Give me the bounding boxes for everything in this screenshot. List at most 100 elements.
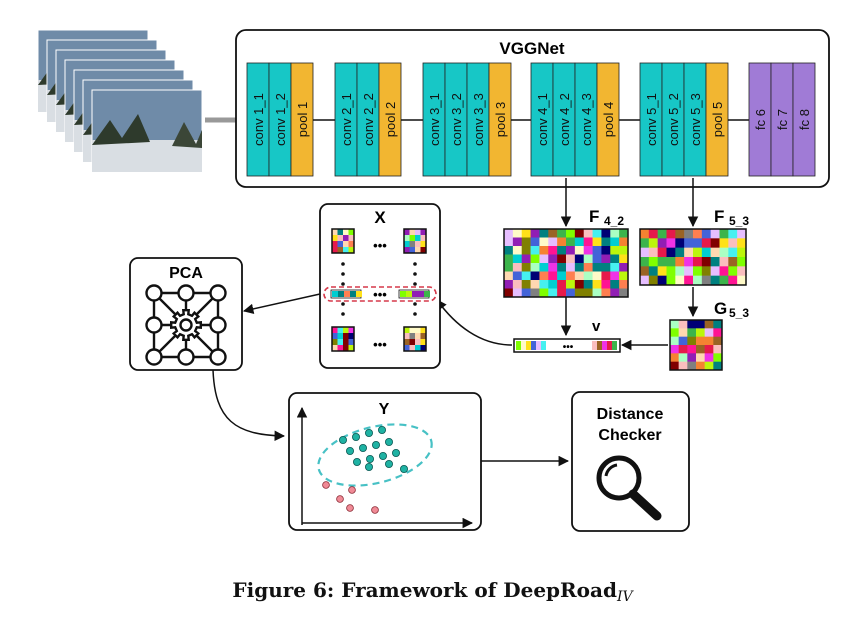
f53-cell [684,229,694,239]
f42-cell [548,246,558,255]
f53-cell [675,247,685,258]
x-patch-cell [415,345,421,352]
pca-node [209,316,227,334]
arrow-v-to-x [436,299,513,346]
f42-cell [601,254,611,264]
f53-cell [657,275,667,286]
layer-label: conv 2_2 [361,93,376,146]
f53-label: F [714,207,724,226]
f42-cell [566,246,576,255]
x-row-cell [418,291,424,297]
g53-cell [704,336,714,346]
f53-cell [701,266,711,276]
f42-cell [512,288,523,298]
x-patch-cell [348,327,355,334]
x-vertical-dot [341,262,345,266]
gram-matrix-g53 [669,319,723,371]
f53-cell [666,257,676,267]
f53-cell [737,266,747,276]
x-row-cell [400,291,406,297]
f42-cell [548,280,558,289]
v-cell [521,341,526,350]
cluster-outline [317,423,433,487]
x-vertical-dot [341,312,345,316]
x-patch-cell [415,339,421,346]
x-highlight-row [323,286,437,302]
x-patch-cell [415,327,421,334]
f53-cell [657,266,667,276]
x-patch-cell [343,235,349,242]
f53-cell [693,257,703,267]
cluster-point [351,432,360,441]
f53-cell [648,229,658,239]
g53-cell [696,353,705,362]
f42-cell [530,271,540,281]
g53-cell [687,328,697,337]
f42-cell [610,237,620,247]
x-row-cell [344,291,350,297]
pca-label: PCA [169,265,203,282]
v-cell [536,341,541,350]
f42-cell [619,246,629,255]
layer-label: conv 1_2 [273,93,288,146]
x-patch-cell [332,333,338,340]
f42-cell [530,237,540,247]
v-ellipsis: ••• [563,342,574,353]
x-vertical-dot [341,282,345,286]
f53-cell [648,275,658,286]
layer-fc-8 [792,62,816,177]
f42-cell [574,237,585,247]
f42-cell [504,280,514,289]
f42-cell [601,229,611,238]
f42-cell [557,237,567,247]
f42-subscript: 4_2 [604,214,624,228]
x-patch-cell [337,327,344,334]
f53-cell [710,266,720,276]
x-vertical-dot [341,302,345,306]
x-patch-cell [404,247,410,254]
g53-cell [687,353,697,362]
g53-cell [670,345,679,354]
f53-cell [675,257,685,267]
frame-trees [92,114,150,145]
f42-cell [566,271,576,281]
x-vertical-dot [341,272,345,276]
layer-label: conv 3_2 [449,93,464,146]
f42-cell [512,271,523,281]
feature-map-f42 [503,228,629,298]
f42-cell [574,246,585,255]
layer-label: fc 6 [753,109,768,130]
f42-cell [566,254,576,264]
x-patch-cell [348,241,355,248]
layer-label: conv 3_3 [471,93,486,146]
x-vertical-dot [413,312,417,316]
g53-cell [670,336,679,346]
x-patch-cell [337,345,344,352]
x-patch-cell [348,339,355,346]
f42-cell [530,263,540,272]
g53-cell [704,353,714,362]
layer-label: conv 3_1 [427,93,442,146]
f42-cell [504,254,514,264]
f53-cell [710,229,720,239]
x-patch-cell [420,333,427,340]
f42-cell [601,288,611,298]
f53-cell [684,257,694,267]
f53-cell [657,229,667,239]
x-patch-cell [332,229,338,236]
f53-cell [693,275,703,286]
x-label: X [374,208,386,227]
caption-subscript: IV [616,589,633,605]
f53-cell [648,266,658,276]
v-cell [607,341,612,350]
outlier-point [371,506,379,514]
g53-cell [687,336,697,346]
x-patch-cell [332,345,338,352]
f53-cell [648,247,658,258]
x-patch-cell [332,327,338,334]
f42-cell [566,263,576,272]
f42-cell [566,288,576,298]
f53-cell [701,238,711,248]
f42-cell [512,263,523,272]
